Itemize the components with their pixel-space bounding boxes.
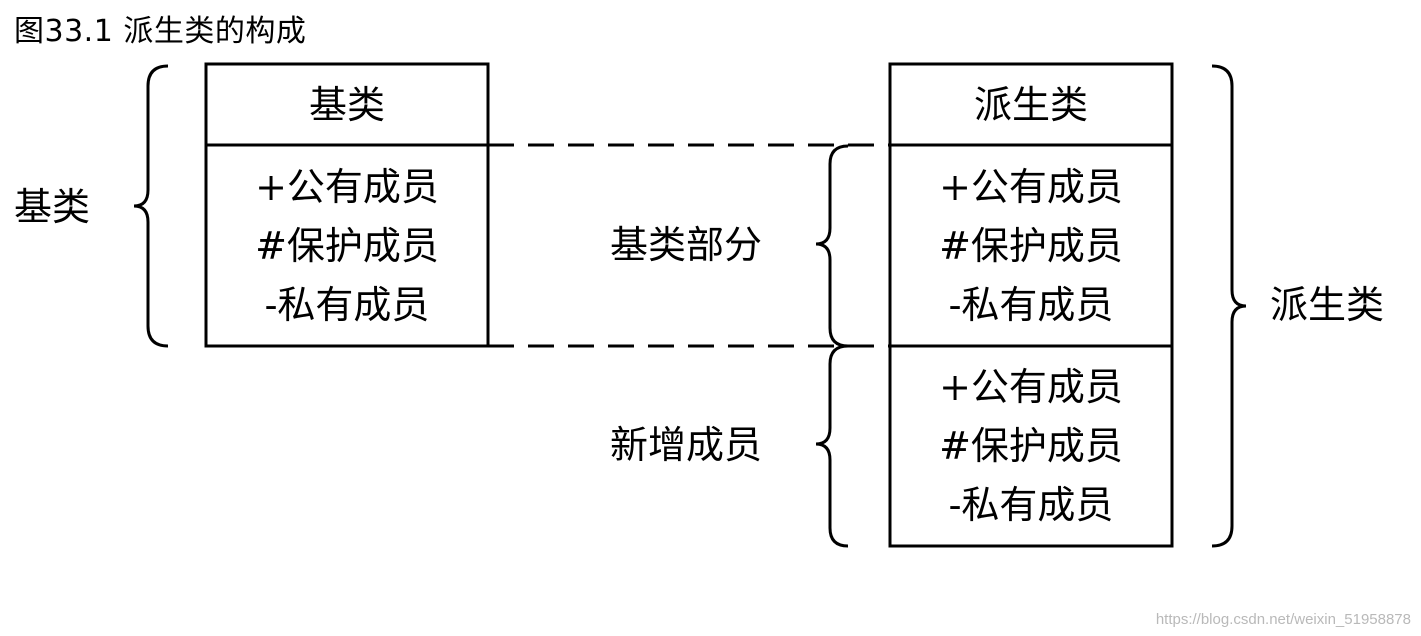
new-members-label: 新增成员 [610,423,762,467]
right-brace [1211,64,1247,548]
new-member-protected: #保护成员 [939,424,1123,468]
base-member-public: +公有成员 [255,165,439,209]
watermark: https://blog.csdn.net/weixin_51958878 [1155,611,1411,628]
figure-title: 图33.1 派生类的构成 [14,14,307,49]
derived-class-box: 派生类 +公有成员 #保护成员 -私有成员 +公有成员 #保护成员 -私有成员 [888,62,1174,548]
left-brace-label: 基类 [14,185,90,229]
base-member-private: -私有成员 [265,283,430,327]
base-member-protected: #保护成员 [255,224,439,268]
inherited-member-public: +公有成员 [939,165,1123,209]
new-members-brace [815,344,849,548]
inherited-member-private: -私有成员 [949,283,1114,327]
base-class-header: 基类 [309,83,385,127]
new-member-public: +公有成员 [939,365,1123,409]
base-part-brace [815,144,849,348]
new-member-private: -私有成员 [949,483,1114,527]
right-brace-label: 派生类 [1270,283,1384,327]
left-brace [133,64,169,348]
inherited-member-protected: #保护成员 [939,224,1123,268]
base-class-box: 基类 +公有成员 #保护成员 -私有成员 [204,62,490,348]
derived-class-header: 派生类 [974,83,1088,127]
base-part-label: 基类部分 [610,223,762,267]
